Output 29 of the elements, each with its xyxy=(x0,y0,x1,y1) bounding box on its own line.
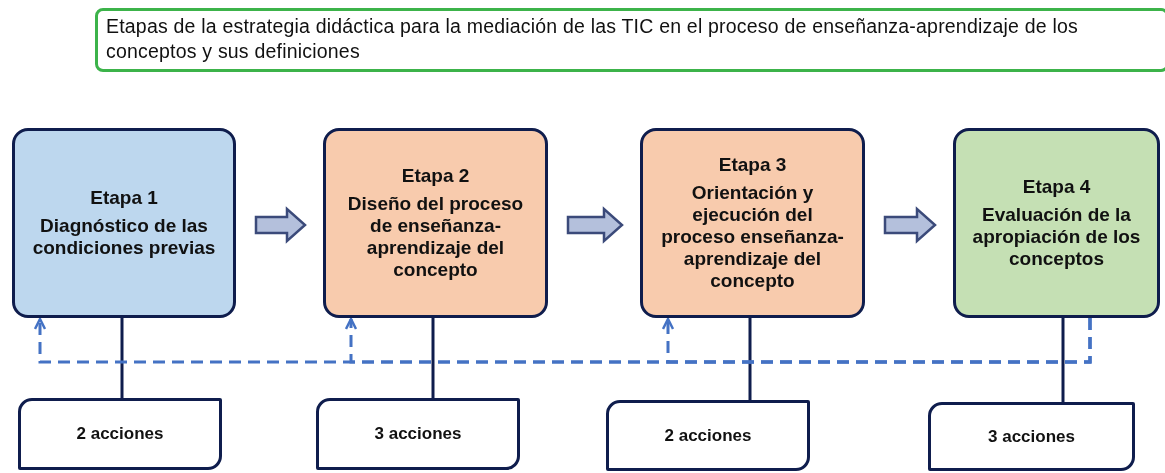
stage-box xyxy=(640,128,865,318)
actions-box xyxy=(606,400,810,471)
stage-box xyxy=(953,128,1160,318)
block-arrow xyxy=(566,206,624,244)
actions-count: 2 acciones xyxy=(76,424,164,444)
stage-description: Evaluación de la apropiación de los conceptos xyxy=(971,204,1142,270)
stage-description: Diseño del proceso de enseñanza-aprendizaje del concepto xyxy=(346,193,525,281)
actions-count: 3 acciones xyxy=(374,424,462,444)
connector-line xyxy=(1061,318,1065,402)
actions-count: 3 acciones xyxy=(988,426,1075,447)
block-arrow xyxy=(883,206,937,244)
connector-line xyxy=(431,318,435,398)
stage-box xyxy=(323,128,548,318)
connector-line xyxy=(748,318,752,400)
block-arrow xyxy=(254,206,307,244)
stage-heading: Etapa 3 xyxy=(718,154,787,176)
stage-box xyxy=(12,128,236,318)
actions-box xyxy=(18,398,222,470)
actions-box xyxy=(316,398,520,470)
stage-heading: Etapa 2 xyxy=(401,165,470,187)
actions-box xyxy=(928,402,1135,471)
stage-heading: Etapa 4 xyxy=(1022,176,1091,198)
stage-description: Orientación y ejecución del proceso enseñanza-aprendizaje del concepto xyxy=(660,182,845,292)
stage-heading: Etapa 1 xyxy=(90,187,158,209)
stage-description: Diagnóstico de las condiciones previas xyxy=(31,215,217,259)
connector-line xyxy=(120,318,124,398)
actions-count: 2 acciones xyxy=(664,425,752,446)
title-box: Etapas de la estrategia didáctica para la mediación de las TIC en el proceso de enseñanza-aprendizaje de los conceptos y sus definiciones xyxy=(95,8,1165,72)
feedback-arrow xyxy=(661,317,1092,364)
